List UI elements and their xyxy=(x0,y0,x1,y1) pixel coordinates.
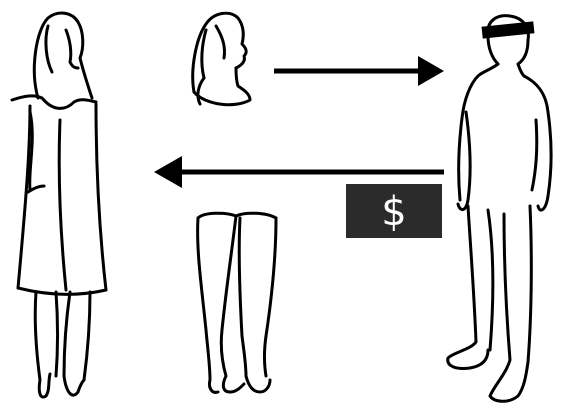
dollar-sign-label: $ xyxy=(381,189,406,235)
man-figure xyxy=(448,16,551,402)
money-box: $ xyxy=(346,184,442,238)
woman-head-icon xyxy=(193,13,250,104)
woman-figure xyxy=(12,13,106,397)
arrow-left xyxy=(154,156,444,188)
arrow-right xyxy=(274,56,444,86)
legs-icon xyxy=(198,213,276,392)
